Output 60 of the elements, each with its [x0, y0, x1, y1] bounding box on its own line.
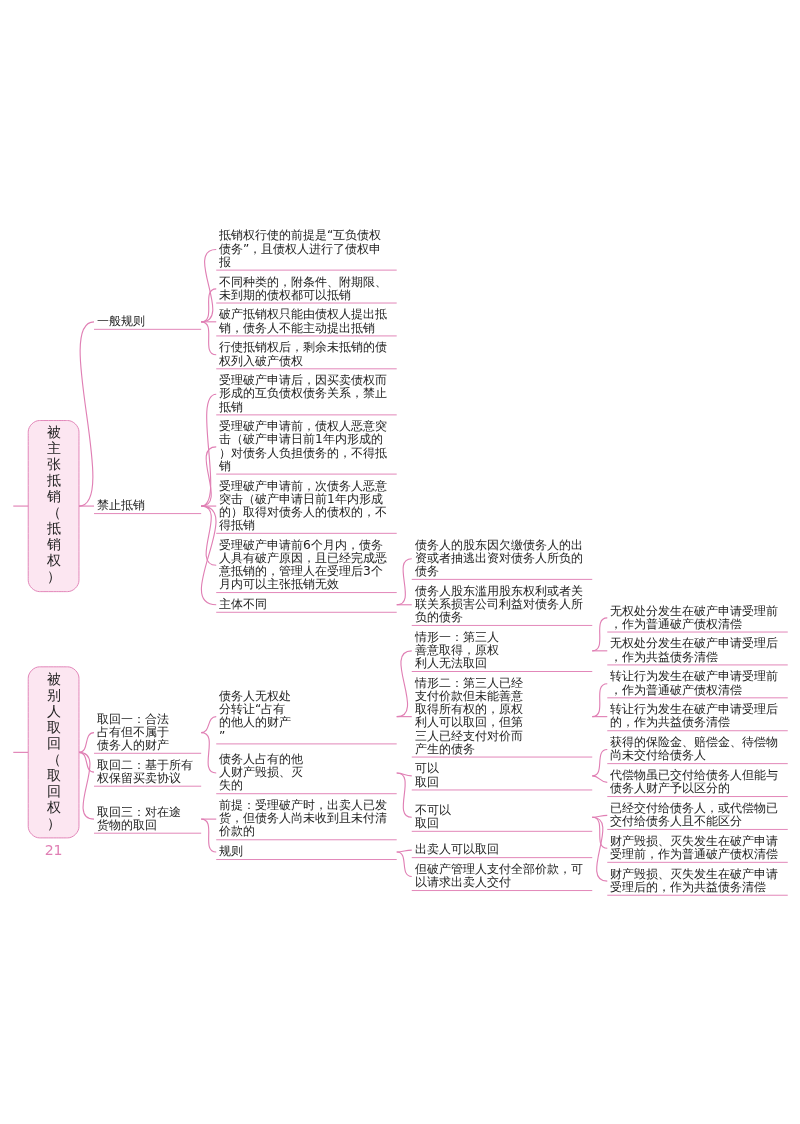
- connector: [200, 446, 217, 507]
- node-text: 无权处分发生在破产申请受理前，作为普通破产债权清偿: [610, 603, 779, 631]
- node-box: 被别人取回（取回权）: [27, 666, 80, 839]
- node-text: 前提：受理破产时，出卖人已发货，但债务人尚未收到且未付清价款的: [219, 798, 388, 839]
- node-text: 转让行为发生在破产申请受理后的，作为共益债务清偿: [610, 702, 779, 730]
- node-text: 禁止抵销: [96, 498, 145, 513]
- connector: [12, 505, 29, 507]
- node-text: 获得的保险金、赔偿金、待偿物尚未交付给债务人: [610, 735, 779, 763]
- node-text: 受理破产申请后，因买卖债权而形成的互负债权债务关系，禁止抵销: [219, 373, 388, 414]
- connector: [78, 751, 95, 820]
- connector: [78, 505, 95, 507]
- connector: [200, 818, 217, 820]
- node-text: 财产毁损、灭失发生在破产申请受理后的，作为共益债务清偿: [610, 866, 779, 894]
- node-box: 被主张抵销（抵销权）: [27, 420, 80, 593]
- node-text: 取回二：基于所有权保留买卖协议: [96, 757, 193, 785]
- connector: [78, 751, 95, 773]
- node-text: 受理破产申请前，债权人恶意突击（破产申请日前1年内形成的）对债务人负担债务的，不得抵销: [219, 419, 388, 473]
- connector: [591, 748, 608, 777]
- connector: [200, 716, 217, 734]
- node-text: 情形一：第三人善意取得，原权利人无法取回: [414, 629, 499, 671]
- label: 21: [44, 842, 63, 859]
- node-text: 破产抵销权只能由债权人提出抵销，债务人不能主动提出抵销: [219, 307, 388, 335]
- connector: [200, 393, 217, 507]
- connector: [200, 505, 217, 606]
- connector: [591, 814, 608, 818]
- node-text: 不同种类的，附条件、附期限、未到期的债权都可以抵销: [219, 274, 388, 302]
- node-text: 主体不同: [219, 596, 268, 611]
- connector: [200, 818, 217, 853]
- connector: [591, 816, 608, 882]
- node-text: 代偿物虽已交付给债务人但能与债务人财产予以区分的: [610, 768, 779, 796]
- node-text: 可以取回: [414, 761, 439, 789]
- node-text: 不可以取回: [414, 802, 451, 830]
- node-text: 债务人占有的他人财产毁损、灭失的: [219, 752, 304, 793]
- connector: [78, 732, 95, 753]
- node-text: 债务人无权处分转让“占有的他人的财产”: [219, 689, 292, 743]
- connector: [591, 775, 608, 783]
- node-text: 取回一：合法占有但不属于债务人的财产: [96, 711, 169, 752]
- connector: [78, 321, 95, 507]
- node-text: 情形二：第三人已经支付价款但未能善意取得所有权的，原权利人可以取回，但第三人已经支付对价而产生的债务: [414, 675, 523, 756]
- node-text: 但破产管理人支付全部价款，可以请求出卖人交付: [414, 862, 583, 890]
- connector: [200, 505, 217, 566]
- node-text: 取回三：对在途货物的取回: [96, 804, 181, 832]
- node-text: 已经交付给债务人，或代偿物已交付给债务人且不能区分: [610, 800, 779, 829]
- node-text: 行使抵销权后，剩余未抵销的债权列入破产债权: [219, 340, 388, 368]
- node-text: 规则: [219, 844, 244, 859]
- connector: [200, 505, 217, 507]
- connector: [591, 816, 608, 849]
- connector: [200, 732, 217, 774]
- node-text: 出卖人可以取回: [414, 842, 499, 857]
- node-text: 受理破产申请前6个月内，债务人具有破产原因，且已经完成恶意抵销的，管理人在受理后3个月内可以主张抵销无效: [219, 537, 388, 592]
- node-text: 财产毁损、灭失发生在破产申请受理前，作为普通破产债权清偿: [610, 833, 779, 862]
- node-text: 债务人的股东因欠缴债务人的出资或者抽逃出资对债务人所负的债务: [414, 537, 583, 579]
- node-text: 一般规则: [96, 314, 145, 329]
- node-text: 转让行为发生在破产申请受理前，作为普通破产债权清偿: [610, 669, 779, 697]
- connector: [396, 851, 413, 877]
- connector: [396, 849, 413, 853]
- node-text: 抵销权行使的前提是“互负债权债务”，且债权人进行了债权申报: [219, 228, 382, 269]
- node-text: 无权处分发生在破产申请受理后，作为共益债务清偿: [610, 636, 779, 664]
- node-text: 受理破产申请前，次债务人恶意突击（破产申请日前1年内形成的）取得对债务人的债权的，不得抵销: [219, 478, 388, 533]
- node-text: 债务人股东滥用股东权利或者关联关系损害公司利益对债务人所负的债务: [414, 583, 583, 625]
